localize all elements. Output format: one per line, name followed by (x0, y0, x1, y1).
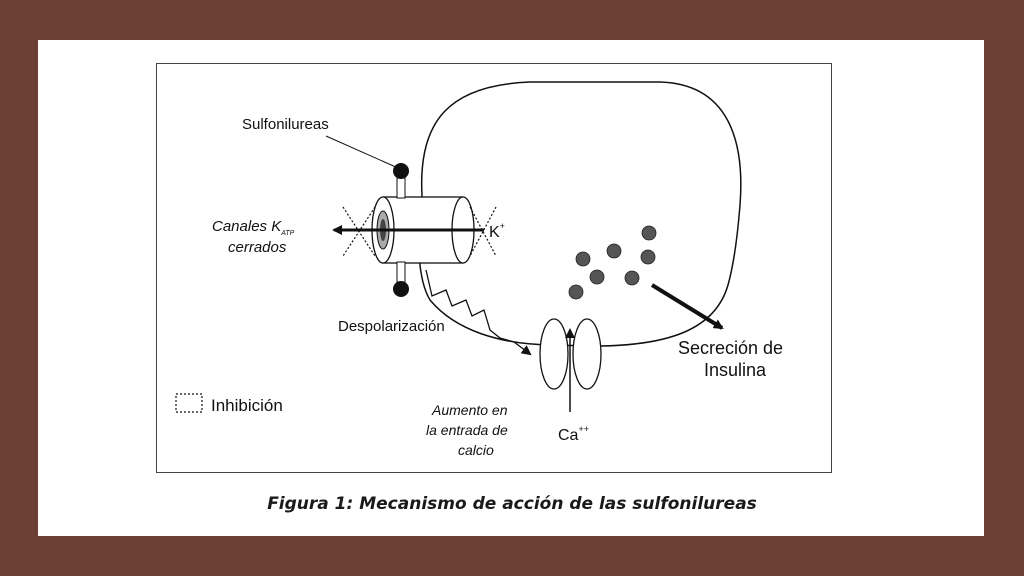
label-ca-symbol: Ca (558, 427, 579, 444)
label-k-ion: K+ (489, 221, 505, 241)
label-secrecion-line2: Insulina (704, 360, 767, 380)
sulfonylurea-bottom-dot (393, 281, 409, 297)
inhibition-x-right (469, 206, 497, 257)
label-aumento-line2: la entrada de (426, 422, 508, 438)
label-canales: Canales KATP (212, 218, 295, 237)
label-secrecion-line1: Secreción de (678, 338, 783, 358)
cell-membrane (417, 81, 742, 347)
label-canales-line1: Canales K (212, 218, 282, 235)
calcium-channel-right (572, 318, 602, 390)
inhibition-legend-box (175, 393, 203, 413)
insulin-granules (568, 225, 657, 300)
label-ca-sup: ++ (578, 424, 589, 434)
label-ca-ion: Ca++ (558, 424, 589, 444)
label-canales-sub: ATP (280, 230, 294, 237)
label-k-symbol: K (489, 224, 500, 241)
depolarization-arrow (425, 269, 532, 356)
secretion-arrow (650, 283, 724, 330)
sulfonilureas-pointer (325, 135, 399, 169)
label-k-sup: + (500, 221, 505, 231)
figure-frame (156, 63, 832, 473)
label-cerrados: cerrados (228, 239, 287, 256)
label-inhibicion: Inhibición (211, 396, 283, 415)
label-sulfonilureas: Sulfonilureas (242, 116, 329, 133)
label-aumento-line1: Aumento en (431, 402, 508, 418)
figure-caption: Figura 1: Mecanismo de acción de las sul… (267, 494, 757, 514)
sulfonylurea-top-dot (393, 163, 409, 179)
label-despolarizacion: Despolarización (338, 318, 445, 335)
label-aumento-line3: calcio (458, 442, 494, 458)
calcium-channel-left (539, 318, 569, 390)
